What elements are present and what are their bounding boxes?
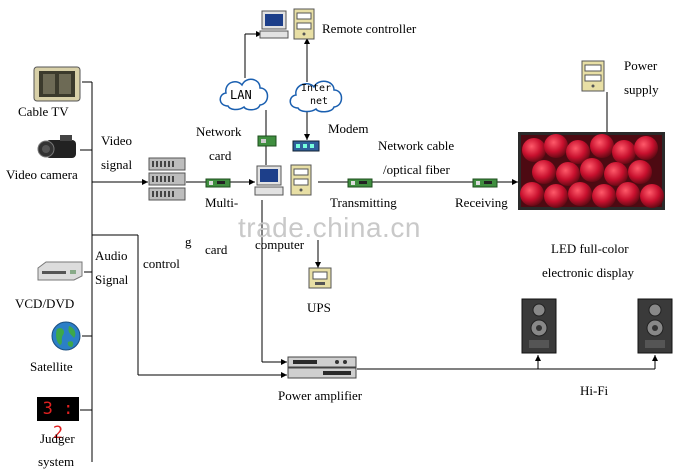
network-card-label-line1: Network (196, 124, 242, 139)
lan-cloud-icon (216, 74, 270, 112)
remote-computer-icon (259, 10, 289, 40)
video-camera-icon (36, 134, 84, 164)
internet-label-line1: Inter (301, 83, 332, 94)
computer-label: computer (255, 237, 305, 252)
power-supply-icon (581, 60, 605, 92)
transmitting-card-icon (347, 176, 373, 188)
video-processor-icon (148, 156, 186, 202)
transmitting-label: Transmitting (330, 195, 397, 210)
multi-card-label-line1: Multi- (205, 195, 239, 210)
watermark: trade.china.cn (238, 212, 421, 243)
network-cable-label-line2: /optical fiber (383, 162, 450, 177)
cable-tv-label: Cable TV (18, 104, 69, 119)
ups-label: UPS (307, 300, 331, 315)
audio-signal-label-line2: Signal (95, 272, 129, 287)
multi-card-label-line2: card (205, 242, 228, 257)
video-signal-label-line1: Video (101, 133, 132, 148)
network-card-label-line2: card (209, 148, 232, 163)
satellite-label: Satellite (30, 359, 73, 374)
cable-tv-icon (33, 66, 81, 102)
audio-signal-label-line1: Audio (95, 248, 128, 263)
led-display-screen (518, 132, 665, 210)
modem-icon (292, 138, 320, 152)
left-speaker-icon (521, 298, 557, 354)
lan-label: LAN (230, 88, 252, 102)
judger-label-line2: system (38, 454, 75, 469)
video-signal-label-line2: signal (101, 157, 133, 172)
power-amplifier-label: Power amplifier (278, 388, 363, 403)
judger-score-display: 3 : 2 (37, 397, 79, 443)
led-display-label-line2: electronic display (542, 265, 635, 280)
receiving-label: Receiving (455, 195, 508, 210)
right-speaker-icon (637, 298, 673, 354)
remote-controller-label: Remote controller (322, 21, 417, 36)
vcd-dvd-label: VCD/DVD (15, 296, 75, 311)
computer-icon (254, 165, 284, 197)
server-icon (290, 164, 312, 196)
multi-card-icon (205, 176, 231, 188)
internet-label-line2: net (310, 96, 329, 107)
judger-label-line1: Judger (40, 431, 75, 446)
satellite-globe-icon (50, 320, 82, 352)
remote-server-icon (293, 8, 315, 40)
network-card-icon (257, 134, 277, 148)
receiving-card-icon (472, 176, 498, 188)
vcd-dvd-player-icon (36, 260, 84, 282)
ups-icon (308, 267, 332, 289)
control-label: control (143, 256, 180, 271)
judger-display-text: 3 : 2 (42, 399, 74, 443)
power-supply-label-line2: supply (624, 82, 659, 97)
led-display-label-line1: LED full-color (551, 241, 629, 256)
power-supply-label-line1: Power (624, 58, 658, 73)
internet-cloud-icon (286, 76, 344, 114)
video-camera-label: Video camera (6, 167, 78, 182)
hifi-label: Hi-Fi (580, 383, 609, 398)
modem-label: Modem (328, 121, 369, 136)
network-cable-label-line1: Network cable (378, 138, 455, 153)
g-fragment: g (185, 234, 192, 249)
power-amplifier-icon (287, 355, 357, 381)
